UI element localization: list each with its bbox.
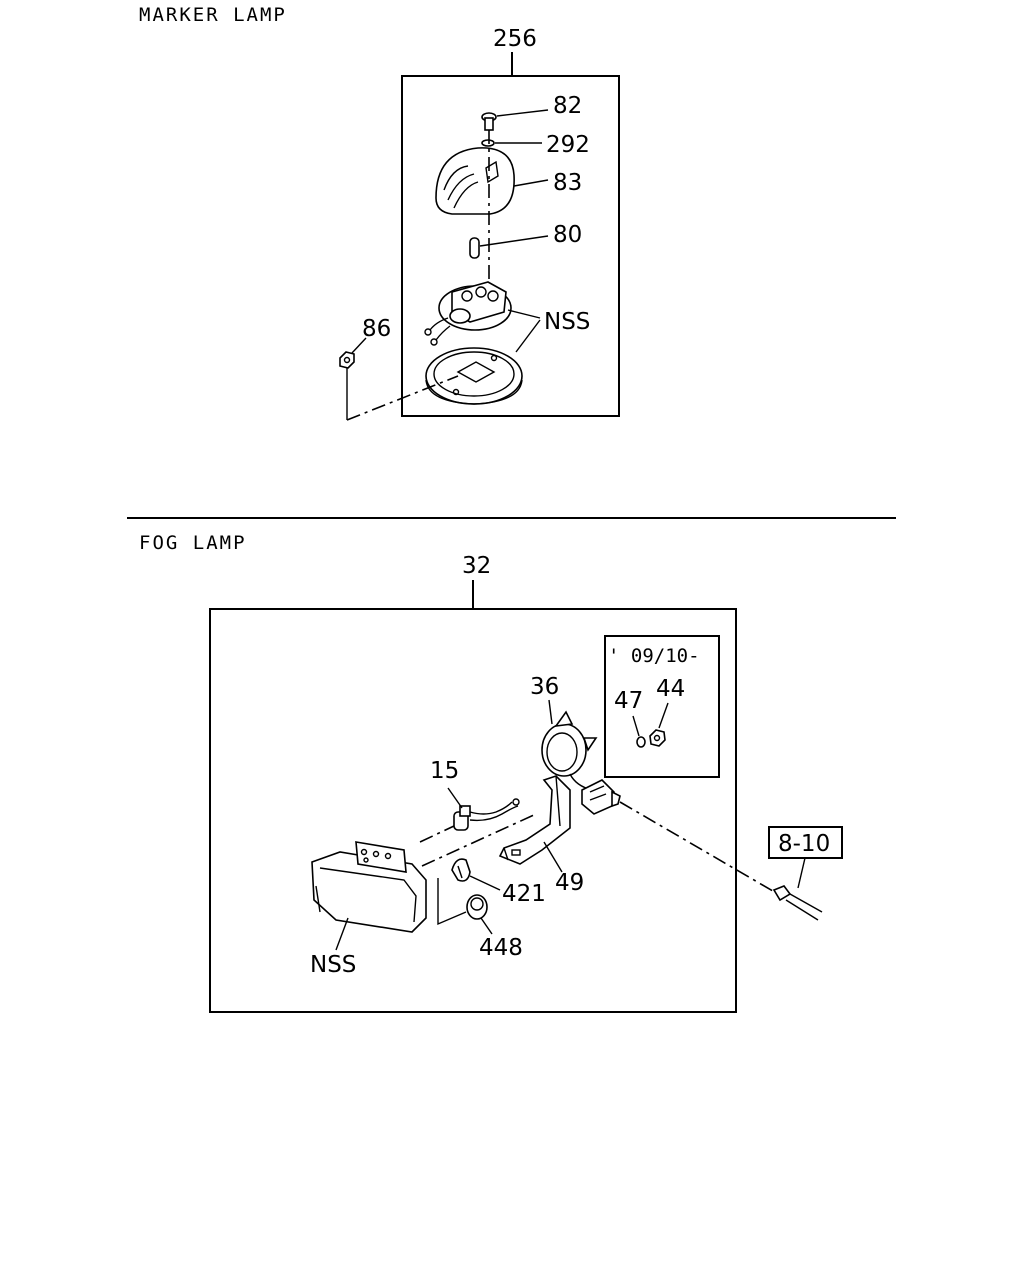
fog-lamp-body-part [311,841,427,933]
fog-nss-leader [335,917,349,951]
marker-bulb-leader [479,235,549,247]
grommet-part [466,894,488,920]
washer-callout: 292 [546,132,590,158]
connector-part [581,779,621,815]
clip-part [451,858,471,882]
marker-assembly-ref-label: 256 [493,26,537,52]
wiring-ref-callout: 8-10 [778,831,830,857]
fog-washer-part [636,736,646,748]
lens-callout: 83 [553,170,582,196]
grommet-connector [437,878,467,926]
marker-bulb-callout: 80 [553,222,582,248]
wiring-ref-leader [797,857,806,889]
fog-bracket-axis [421,813,537,867]
gasket-plate-part [425,347,523,405]
marker-nut-callout: 86 [362,316,391,342]
fog-nss-callout: NSS [310,952,356,978]
fog-assembly-frame [209,608,737,1013]
inset-label: ' 09/10- [608,645,700,667]
marker-nut-axis [346,375,459,421]
fog-cover-part [541,710,598,791]
marker-nss-leader-top [507,309,541,319]
fog-lamp-group: 32 ' 09/10- 47 44 36 [209,553,843,1013]
clip-callout: 421 [502,881,546,907]
grommet-leader [480,917,493,935]
marker-nss-callout: NSS [544,309,590,335]
marker-lamp-title: MARKER LAMP [139,4,287,26]
bracket-part [498,775,571,865]
fog-bulb-axis [419,825,455,843]
fog-assembly-ref-label: 32 [462,553,491,579]
screw-part [481,112,497,131]
fog-bulb-callout: 15 [430,758,459,784]
marker-bulb-part [469,237,480,259]
fog-nut-part [649,729,666,747]
clip-leader [469,875,501,891]
washer-part [481,139,495,147]
lens-dome-part [435,147,515,215]
bracket-leader [543,841,563,873]
fog-bulb-leader [447,787,463,809]
fog-bulb-part [453,798,520,831]
marker-nut-leader [351,337,367,354]
fog-lamp-title: FOG LAMP [139,532,247,554]
bracket-callout: 49 [555,870,584,896]
fog-nut-callout: 44 [656,676,685,702]
fog-cover-leader [548,699,553,725]
screw-leader [496,109,549,117]
wiring-ref-box [768,826,843,859]
marker-nss-leader-bottom [515,319,541,353]
socket-base-part [424,281,512,346]
section-divider [127,517,896,519]
marker-lamp-group: 256 82 292 83 80 [339,26,620,421]
marker-nut-part [339,351,355,369]
inset-frame [604,635,720,778]
harness-axis [619,801,779,895]
lens-leader [513,179,549,187]
fog-cover-callout: 36 [530,674,559,700]
marker-assembly-frame [401,75,620,417]
harness-plug-part [772,885,823,921]
grommet-callout: 448 [479,935,523,961]
screw-callout: 82 [553,93,582,119]
fog-nut-leader [658,702,669,729]
fog-washer-leader [632,715,640,737]
fog-washer-callout: 47 [614,688,643,714]
